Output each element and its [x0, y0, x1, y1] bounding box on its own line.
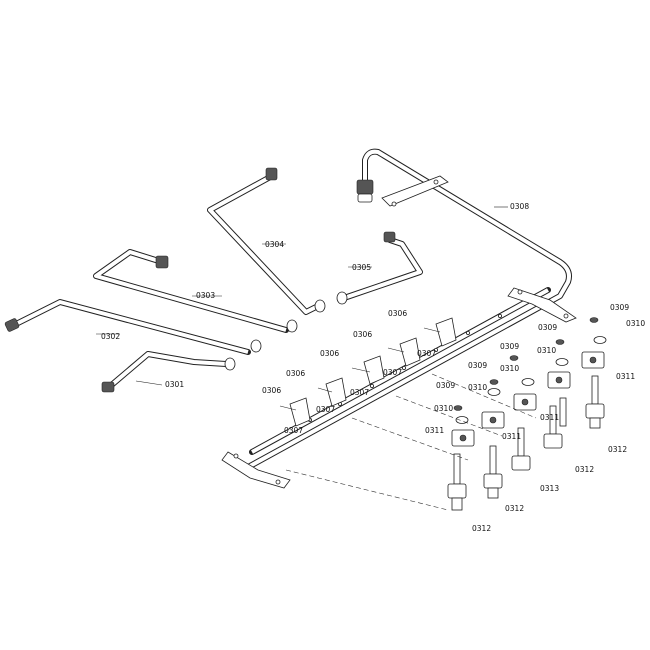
label-0309: 0309 — [468, 361, 487, 370]
label-0310: 0310 — [626, 319, 645, 328]
label-0310: 0310 — [434, 404, 453, 413]
label-0307: 0307 — [316, 405, 335, 414]
label-0308: 0308 — [510, 202, 529, 211]
label-0310: 0310 — [537, 346, 556, 355]
label-0302: 0302 — [101, 332, 120, 341]
label-0312: 0312 — [505, 504, 524, 513]
pipe-0305 — [336, 231, 423, 305]
part-labels: 0301 0302 0303 0304 0305 0306 0306 0306 … — [101, 202, 645, 533]
clip-set — [279, 317, 457, 427]
label-0309: 0309 — [538, 323, 557, 332]
label-0307: 0307 — [417, 349, 436, 358]
label-0306: 0306 — [353, 330, 372, 339]
pipe-0304 — [207, 167, 326, 315]
label-0307: 0307 — [284, 426, 303, 435]
label-0306: 0306 — [320, 349, 339, 358]
label-0309: 0309 — [610, 303, 629, 312]
main-manifold-pipe — [221, 148, 577, 489]
label-0312: 0312 — [608, 445, 627, 454]
leader-lines — [96, 206, 508, 386]
label-0303: 0303 — [196, 291, 215, 300]
label-0310: 0310 — [468, 383, 487, 392]
label-0311: 0311 — [425, 426, 444, 435]
label-0301: 0301 — [165, 380, 184, 389]
label-0312: 0312 — [575, 465, 594, 474]
label-0307: 0307 — [350, 388, 369, 397]
label-0307: 0307 — [383, 368, 402, 377]
label-0311: 0311 — [616, 372, 635, 381]
label-0306: 0306 — [262, 386, 281, 395]
label-0305: 0305 — [352, 263, 371, 272]
label-0311: 0311 — [540, 413, 559, 422]
pipe-0301 — [101, 351, 236, 393]
label-0311: 0311 — [502, 432, 521, 441]
label-0310: 0310 — [500, 364, 519, 373]
label-0306: 0306 — [286, 369, 305, 378]
label-0306: 0306 — [388, 309, 407, 318]
pipe-0303 — [93, 249, 298, 333]
label-0304: 0304 — [265, 240, 284, 249]
pipe-0302 — [4, 299, 262, 355]
valve-set — [285, 317, 607, 511]
label-0313: 0313 — [540, 484, 559, 493]
label-0309: 0309 — [436, 381, 455, 390]
label-0312: 0312 — [472, 524, 491, 533]
label-0309: 0309 — [500, 342, 519, 351]
